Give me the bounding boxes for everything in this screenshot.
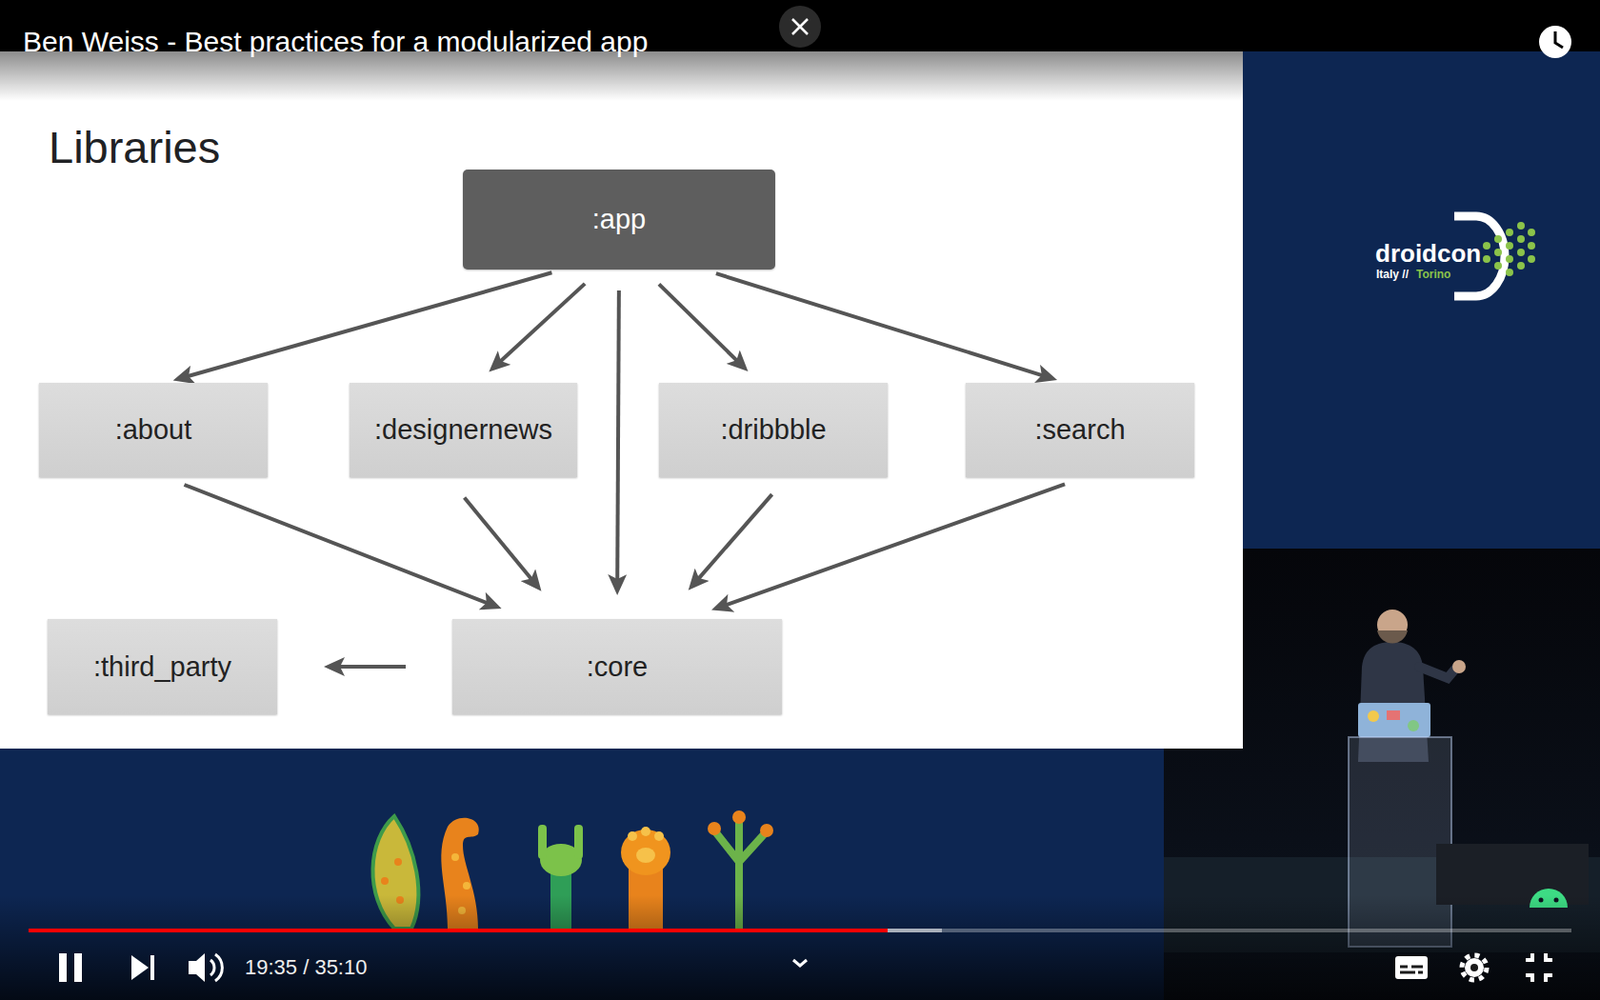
fullscreen-exit-icon: [1525, 953, 1553, 982]
plant-flower: [707, 821, 721, 836]
module-name: :search: [1034, 413, 1125, 447]
hand-character-finger: [574, 824, 583, 860]
character-dot: [380, 877, 389, 885]
logo-dot: [1482, 255, 1491, 263]
logo-wordmark: droidcon: [1375, 239, 1481, 268]
dependency-arrow: [183, 484, 493, 605]
dependency-arrow: [716, 273, 1049, 378]
module-name: :third_party: [93, 650, 232, 684]
logo-dot: [1505, 241, 1514, 250]
close-icon: [792, 19, 808, 35]
volume-icon: [188, 953, 205, 982]
logo-dot: [1517, 261, 1525, 270]
logo-dot: [1505, 268, 1514, 277]
settings-icon: [1464, 958, 1484, 978]
subtitles-lines: [1400, 966, 1423, 973]
module-name: :app: [592, 202, 646, 237]
settings-teeth: [1461, 955, 1487, 980]
video-title: Ben Weiss - Best practices for a modular…: [22, 24, 648, 60]
progress-played: [28, 928, 888, 933]
next-icon: [131, 955, 149, 980]
character-dot: [462, 881, 471, 890]
speaker-beard: [1377, 630, 1408, 644]
dependency-arrow: [496, 283, 585, 366]
laptop-sticker: [1386, 710, 1400, 720]
feature-module-box: :about: [39, 382, 268, 478]
logo-dot: [1517, 221, 1525, 230]
logo-dots: [1482, 221, 1536, 277]
logo-dot: [1505, 255, 1514, 263]
library-module-box: :third_party: [47, 619, 278, 715]
slide-title: Libraries: [48, 120, 220, 175]
module-name: :dribbble: [720, 413, 826, 447]
clock-hands: [1555, 31, 1563, 48]
logo-dot: [1494, 235, 1502, 243]
title-shade: [0, 51, 1243, 101]
dependency-arrow: [659, 283, 741, 365]
logo-dot: [1527, 255, 1536, 263]
dependency-arrow: [181, 272, 552, 379]
feature-module-box: :designernews: [349, 382, 578, 478]
laptop: [1358, 702, 1431, 738]
video-time: 19:35 / 35:10: [244, 955, 367, 980]
logo-dot: [1527, 228, 1536, 237]
module-name: :designernews: [374, 413, 553, 447]
hand-character-finger: [538, 824, 547, 860]
speaker-hand: [1452, 660, 1466, 674]
module-name: :about: [115, 413, 193, 447]
logo-dot: [1517, 248, 1525, 257]
progress-buffer: [28, 928, 942, 933]
module-name: :core: [586, 650, 648, 684]
logo-dot: [1505, 228, 1514, 237]
paw-pad: [627, 831, 638, 841]
dependency-arrow: [333, 664, 406, 669]
feature-module-box: :dribbble: [659, 382, 888, 478]
watch-later-icon: [1539, 25, 1572, 59]
core-module-box: :core: [452, 619, 782, 715]
paw-pad: [636, 847, 656, 863]
next-icon-bar: [150, 955, 155, 980]
logo-dot: [1517, 235, 1525, 243]
laptop-sticker: [1367, 710, 1380, 722]
plant-flower: [732, 810, 746, 824]
subtitles-icon: [1395, 956, 1428, 980]
character-dot: [394, 858, 402, 866]
dependency-arrow: [464, 498, 537, 584]
logo-dot: [1494, 248, 1502, 257]
close-button: [779, 5, 821, 48]
chevron-icon: [793, 960, 807, 966]
controls-shade: [0, 895, 1600, 1000]
dependency-arrow: [617, 290, 620, 586]
laptop-sticker: [1407, 720, 1420, 732]
feature-module-box: :search: [965, 382, 1195, 478]
pause-bar: [59, 953, 67, 982]
settings-hole: [1470, 963, 1479, 972]
logo-dot: [1494, 261, 1502, 270]
volume-waves: [210, 954, 222, 981]
logo-dot: [1527, 241, 1536, 250]
logo-city: Torino: [1416, 267, 1451, 281]
character-dot: [451, 853, 460, 861]
dependency-arrow: [694, 494, 772, 583]
slide: [0, 51, 1243, 749]
app-module-box: :app: [462, 169, 776, 270]
logo-dot: [1482, 241, 1491, 250]
progress-track: [28, 928, 1572, 933]
paw-character-paw: [620, 829, 671, 876]
dependency-arrow: [720, 483, 1065, 607]
speaker-arm: [1419, 666, 1458, 679]
pause-bar: [74, 953, 82, 982]
paw-pad: [654, 831, 664, 841]
logo-city: Italy //: [1376, 267, 1409, 281]
navy-backdrop: [0, 51, 1600, 1000]
plant-flower: [760, 823, 774, 838]
paw-pad: [640, 826, 651, 837]
